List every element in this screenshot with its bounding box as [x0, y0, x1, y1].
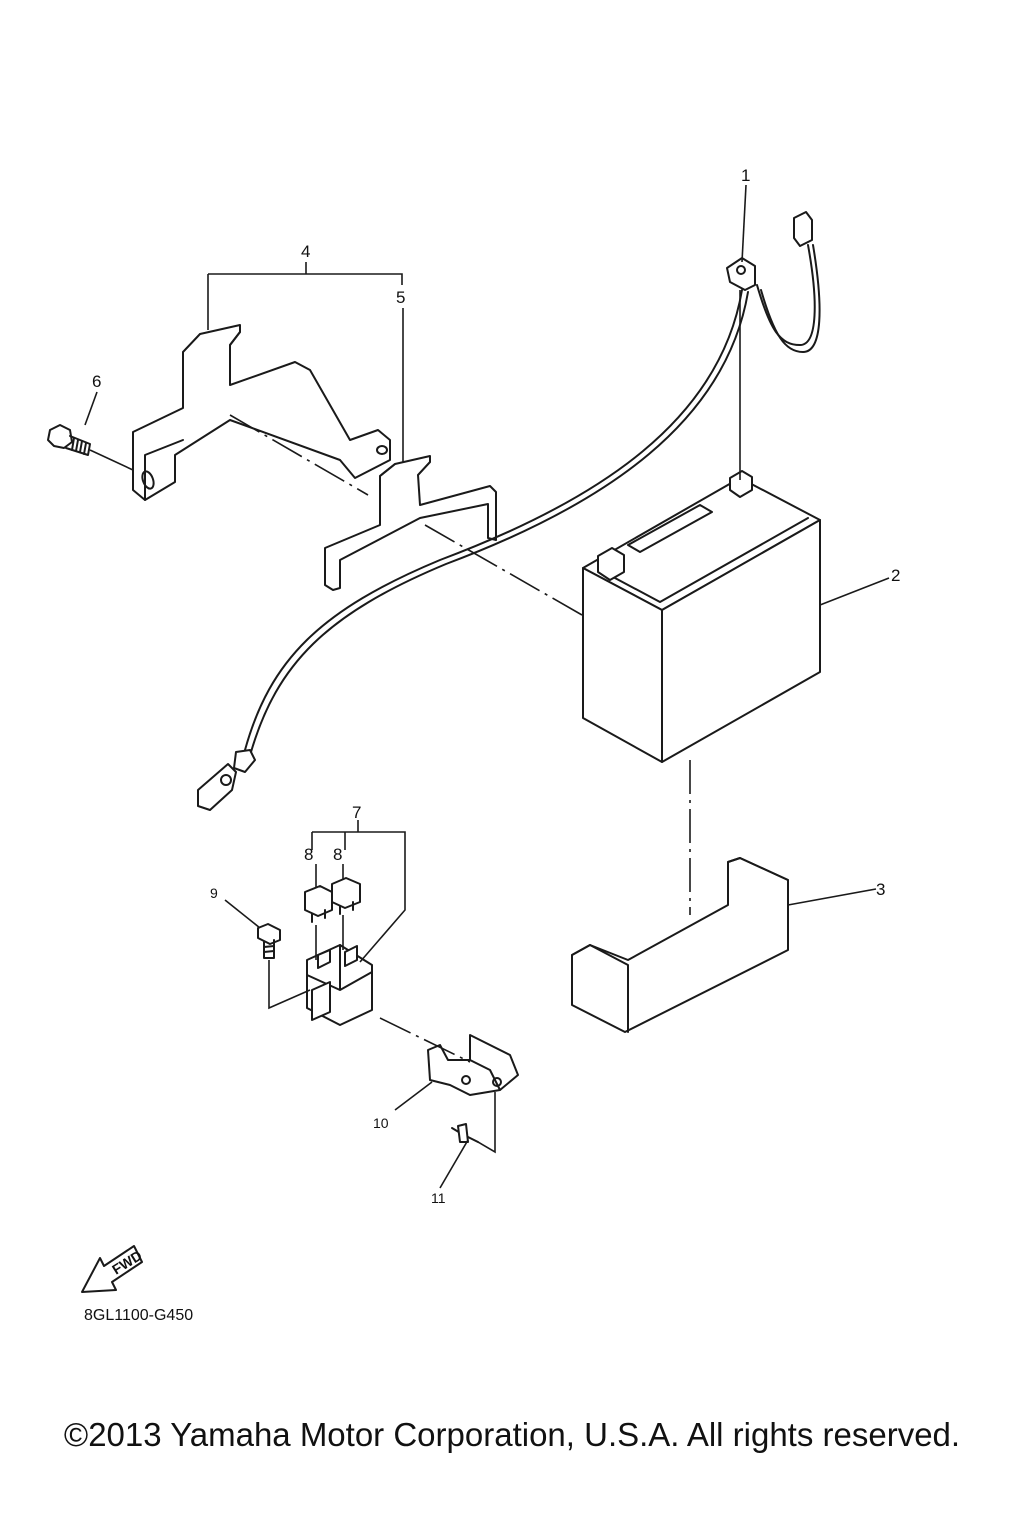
callout-3: 3 — [876, 880, 885, 899]
callout-4: 4 — [301, 242, 310, 261]
callout-2: 2 — [891, 566, 900, 585]
fuse-left — [304, 885, 333, 923]
callout-5: 5 — [396, 288, 405, 307]
callout-9: 9 — [210, 885, 218, 901]
leader-lines — [84, 184, 890, 1189]
battery-holder-bracket — [132, 324, 391, 501]
fuse-right — [331, 877, 361, 915]
callout-6: 6 — [92, 372, 101, 391]
assembly-centerlines — [229, 414, 691, 1063]
callout-8-right: 8 — [333, 845, 342, 864]
relay-bracket — [427, 1034, 519, 1096]
rivet-11 — [451, 1123, 479, 1143]
callout-11: 11 — [431, 1190, 446, 1206]
callout-7: 7 — [352, 803, 361, 822]
callout-labels: 1 2 3 4 5 6 7 8 8 9 10 11 — [92, 166, 900, 1206]
forward-arrow-icon: FWD — [81, 1245, 145, 1293]
battery — [582, 470, 821, 763]
bolt-9 — [257, 923, 281, 959]
callout-8-left: 8 — [304, 845, 313, 864]
copyright-notice: ©2013 Yamaha Motor Corporation, U.S.A. A… — [63, 1416, 961, 1453]
battery-cable — [197, 211, 821, 811]
starter-relay — [306, 944, 373, 1026]
bolt-6 — [47, 424, 91, 456]
callout-10: 10 — [373, 1115, 389, 1131]
battery-holder-plate — [324, 455, 497, 591]
diagram-code: 8GL1100-G450 — [84, 1307, 194, 1324]
battery-tray — [571, 857, 789, 1033]
callout-1: 1 — [741, 166, 750, 185]
